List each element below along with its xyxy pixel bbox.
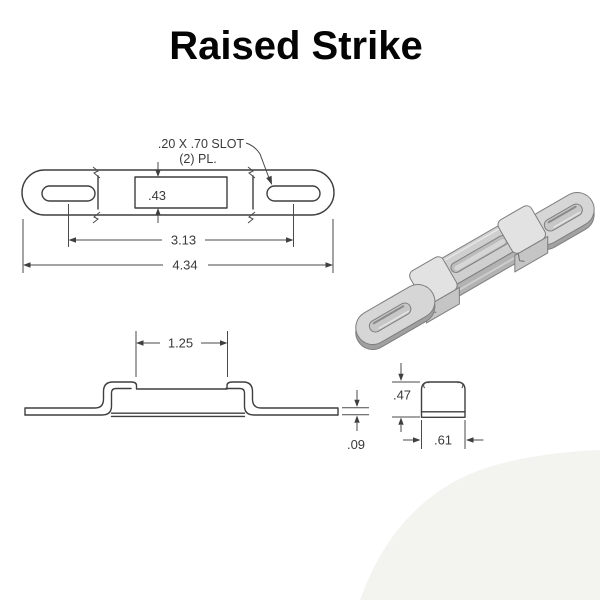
end-view-corner-curl-right bbox=[457, 381, 464, 389]
dim-thickness-label: .09 bbox=[347, 437, 365, 452]
render-3d bbox=[355, 192, 595, 350]
render-tab-near bbox=[355, 284, 436, 350]
top-view-bend-lines bbox=[92, 166, 256, 224]
dim-channel-width-label: .43 bbox=[148, 188, 166, 203]
dim-overall-length: 4.34 bbox=[22, 219, 334, 273]
side-view: 1.25 .09 bbox=[24, 331, 369, 452]
dim-raised-width-label: .61 bbox=[434, 433, 452, 448]
dim-slot-spacing: 3.13 bbox=[68, 204, 294, 248]
end-view: .47 .61 bbox=[392, 363, 484, 449]
render-channel bbox=[438, 221, 521, 300]
side-view-right-inner bbox=[225, 387, 339, 416]
dim-channel-width: .43 bbox=[148, 162, 166, 223]
end-view-corner-curl-left bbox=[423, 381, 430, 389]
dim-raised-height-label: .47 bbox=[393, 388, 411, 403]
dim-overall-length-label: 4.34 bbox=[172, 258, 197, 273]
slot-callout: .20 X .70 SLOT (2) PL. bbox=[158, 137, 272, 185]
top-view-right-slot bbox=[266, 185, 321, 202]
render-slot-near bbox=[368, 302, 412, 333]
top-view-left-slot bbox=[41, 185, 96, 202]
dim-raised-height: .47 bbox=[392, 363, 420, 432]
slot-note-line2: (2) PL. bbox=[179, 152, 217, 166]
dim-recess-width-label: 1.25 bbox=[168, 336, 193, 351]
side-view-left-inner bbox=[24, 387, 132, 416]
watermark-blob bbox=[360, 450, 600, 600]
end-view-outline bbox=[420, 381, 466, 418]
dim-raised-width: .61 bbox=[403, 420, 484, 449]
page-title: Raised Strike bbox=[169, 24, 422, 68]
dim-thickness: .09 bbox=[342, 390, 369, 452]
slot-note-line1: .20 X .70 SLOT bbox=[158, 137, 245, 151]
render-cap-far bbox=[497, 205, 549, 273]
top-view-raised-channel bbox=[134, 176, 228, 209]
top-view: .43 .20 X .70 SLOT (2) PL. 3.13 bbox=[21, 137, 335, 273]
side-view-channel-bottom bbox=[110, 412, 246, 418]
dim-slot-spacing-label: 3.13 bbox=[171, 233, 196, 248]
side-view-outer-profile bbox=[24, 381, 339, 416]
dim-recess-width: 1.25 bbox=[135, 331, 228, 377]
top-view-plate-outline bbox=[21, 169, 335, 216]
render-slot-far bbox=[543, 203, 583, 232]
